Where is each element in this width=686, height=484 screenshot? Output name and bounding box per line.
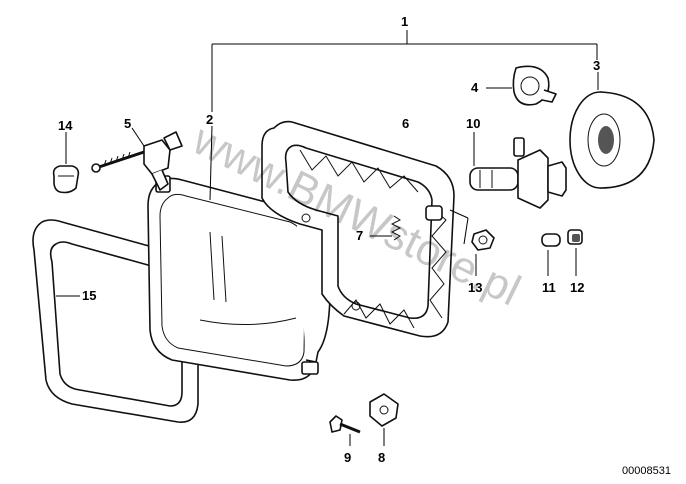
rubber-cover-part [569, 72, 655, 189]
label-4: 4 [471, 80, 479, 95]
reference-code: 00008531 [622, 465, 671, 477]
bulb-socket-part [471, 229, 495, 276]
label-10: 10 [466, 116, 480, 131]
label-3: 3 [593, 58, 600, 73]
adjusting-screw-part [91, 127, 183, 191]
label-9: 9 [344, 450, 351, 465]
label-2: 2 [206, 112, 213, 127]
label-7: 7 [356, 228, 363, 243]
label-6: 6 [402, 116, 409, 131]
label-5: 5 [124, 116, 131, 131]
leader-line [209, 125, 213, 201]
bulb-holder-part [567, 229, 583, 276]
retaining-clip-part [486, 65, 557, 106]
cap-nut-part [52, 132, 80, 194]
callout-labels: 1 2 3 4 5 6 7 8 9 10 11 12 13 14 15 [58, 14, 600, 465]
h4-bulb-part [469, 132, 567, 209]
label-14: 14 [58, 118, 73, 133]
clip-nut-part [369, 393, 399, 446]
label-11: 11 [542, 280, 556, 295]
label-8: 8 [378, 450, 385, 465]
assembly-bracket [211, 30, 598, 112]
label-12: 12 [570, 280, 584, 295]
screw-part [329, 415, 361, 446]
mounting-frame-part [261, 120, 469, 338]
label-15: 15 [82, 288, 96, 303]
parking-bulb-part [541, 233, 561, 276]
label-13: 13 [468, 280, 482, 295]
spring-part [370, 215, 402, 241]
label-1: 1 [401, 14, 408, 29]
